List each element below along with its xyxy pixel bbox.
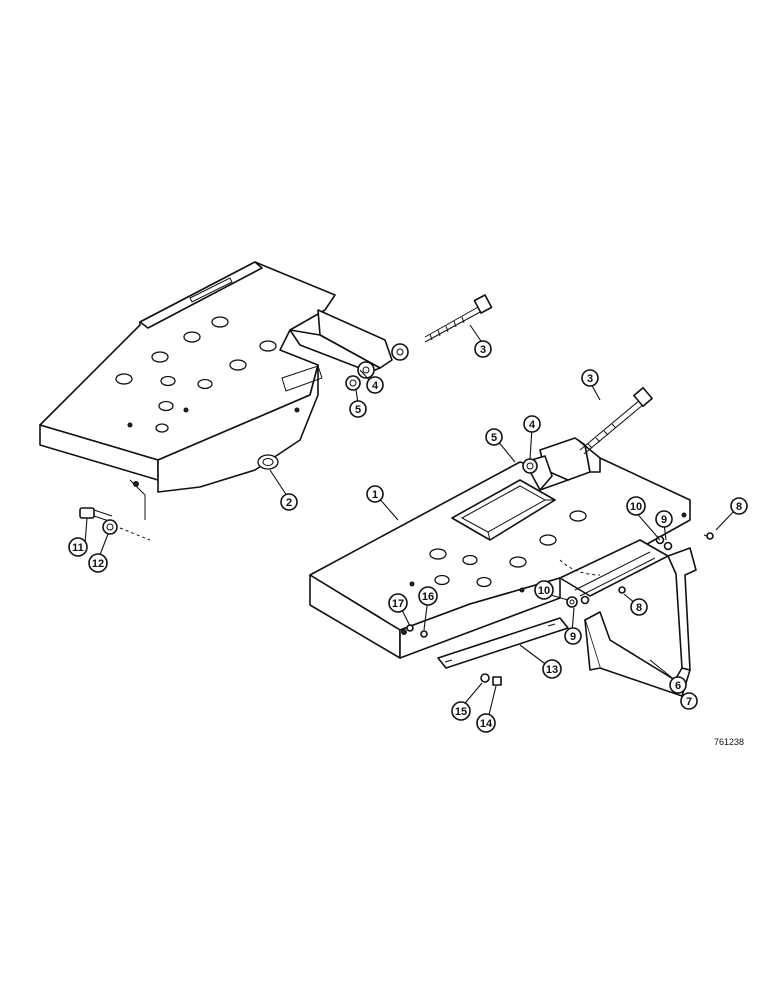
left-lower-fasteners — [79, 507, 151, 541]
callout-label: 5 — [355, 404, 361, 416]
callout-label: 8 — [636, 602, 642, 614]
callout-label: 10 — [538, 585, 550, 597]
callout-7: 7 — [680, 692, 698, 710]
callout-12: 12 — [88, 553, 108, 573]
callout-17: 17 — [388, 593, 408, 613]
callout-8-lower: 8 — [630, 598, 648, 616]
callout-6: 6 — [669, 676, 687, 694]
callout-9-right: 9 — [655, 510, 673, 528]
callout-3-left: 3 — [474, 340, 492, 358]
callout-label: 15 — [455, 706, 467, 718]
callout-label: 16 — [422, 591, 434, 603]
callout-10-lower: 10 — [534, 580, 554, 600]
callout-9-lower: 9 — [564, 627, 582, 645]
callout-label: 8 — [736, 501, 742, 513]
callout-label: 7 — [686, 696, 692, 708]
drawing-reference-code: 761238 — [714, 737, 744, 747]
step-bracket — [559, 539, 697, 697]
callout-16: 16 — [418, 586, 438, 606]
callout-8-right: 8 — [730, 497, 748, 515]
callout-label: 2 — [286, 497, 292, 509]
callout-label: 17 — [392, 598, 404, 610]
callout-label: 3 — [480, 344, 486, 356]
right-platform-assembly — [309, 437, 691, 659]
callout-label: 14 — [480, 718, 493, 730]
left-platform-assembly — [39, 261, 393, 520]
callout-label: 1 — [372, 489, 378, 501]
right-bolt-set — [522, 386, 653, 474]
callout-11: 11 — [68, 537, 88, 557]
callout-label: 11 — [72, 542, 84, 554]
callout-label: 10 — [630, 501, 642, 513]
callout-label: 4 — [529, 419, 536, 431]
callout-3-right: 3 — [581, 369, 599, 387]
callout-5-left: 5 — [349, 400, 367, 418]
callout-label: 13 — [546, 664, 558, 676]
callout-13: 13 — [542, 659, 562, 679]
callout-4-right: 4 — [523, 415, 541, 433]
callout-15: 15 — [451, 701, 471, 721]
callout-label: 12 — [92, 558, 104, 570]
left-bolt-set — [345, 294, 493, 391]
callout-10-right: 10 — [626, 496, 646, 516]
callout-label: 9 — [570, 631, 576, 643]
callout-4-left: 4 — [366, 376, 384, 394]
callout-label: 3 — [587, 373, 593, 385]
callout-label: 5 — [491, 432, 497, 444]
callout-5-right: 5 — [485, 428, 503, 446]
callout-2: 2 — [280, 493, 298, 511]
callout-1: 1 — [366, 485, 384, 503]
callout-label: 4 — [372, 380, 379, 392]
callout-label: 6 — [675, 680, 681, 692]
callout-14: 14 — [476, 713, 496, 733]
callout-label: 9 — [661, 514, 667, 526]
